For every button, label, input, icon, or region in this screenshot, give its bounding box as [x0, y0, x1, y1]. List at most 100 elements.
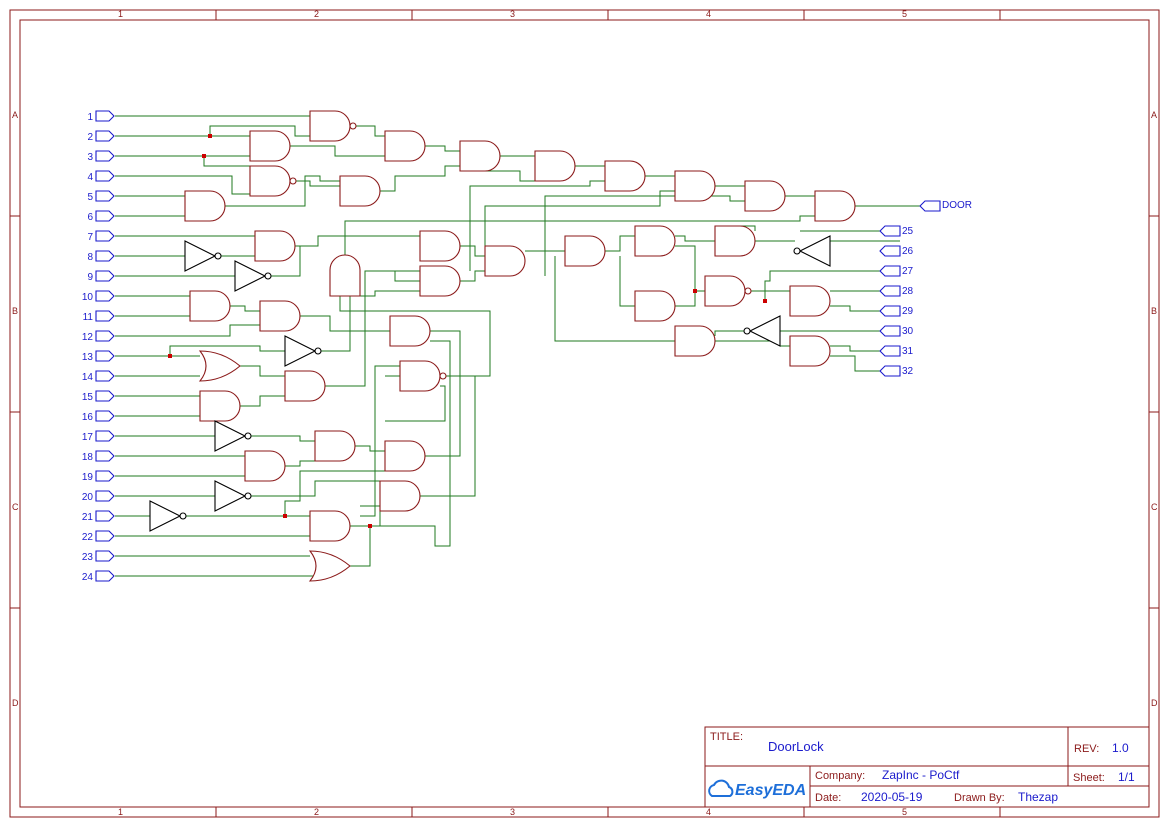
input-pin-label: 6 [87, 212, 93, 223]
input-pin-label: 4 [87, 172, 93, 183]
and-gate [314, 430, 356, 462]
input-pin-flag [95, 310, 115, 322]
and-gate [534, 150, 576, 182]
and-gate [714, 225, 756, 257]
output-pin-flag [879, 365, 901, 377]
input-pin-label: 21 [82, 512, 94, 523]
row-label: D [12, 698, 19, 708]
inversion-bubble [244, 492, 252, 500]
input-pin-flag [95, 170, 115, 182]
door-pin-label: DOOR [942, 200, 972, 211]
sheet-frame [9, 9, 1160, 818]
and-gate [634, 225, 676, 257]
and-gate [309, 510, 351, 542]
input-pin-label: 18 [82, 452, 94, 463]
output-pin-label: 31 [902, 346, 914, 357]
junction-dot [283, 514, 287, 518]
column-label: 5 [902, 9, 907, 19]
inverter [284, 335, 317, 367]
and-gate [184, 190, 226, 222]
output-pin-flag [879, 245, 901, 257]
output-pin-flag [879, 325, 901, 337]
inverter [234, 260, 267, 292]
junction-dot [763, 299, 767, 303]
date-value: 2020-05-19 [861, 790, 923, 804]
input-pin-flag [95, 490, 115, 502]
inversion-bubble [439, 372, 447, 380]
and-gate [254, 230, 296, 262]
input-pin-label: 12 [82, 332, 94, 343]
rev-value: 1.0 [1112, 741, 1129, 755]
easyeda-logo: EasyEDA [708, 779, 806, 799]
input-pin-flag [95, 550, 115, 562]
junctions [168, 134, 767, 528]
output-pin-label: 30 [902, 326, 914, 337]
column-label: 2 [314, 807, 319, 817]
input-pin-label: 3 [87, 152, 93, 163]
inversion-bubble [314, 347, 322, 355]
input-pin-label: 14 [82, 372, 94, 383]
title-block: TITLE: DoorLock REV: 1.0 Company: ZapInc… [704, 726, 1150, 808]
inverter [214, 480, 247, 512]
and-gate [459, 140, 501, 172]
date-label: Date: [815, 792, 841, 804]
row-label: A [12, 110, 18, 120]
row-label: C [12, 502, 19, 512]
input-pin-flag [95, 230, 115, 242]
and-gate [189, 290, 231, 322]
row-label: C [1151, 502, 1158, 512]
input-pin-flag [95, 450, 115, 462]
inversion-bubble [793, 247, 801, 255]
and-gate [789, 335, 831, 367]
inverter [748, 315, 781, 347]
column-label: 3 [510, 807, 515, 817]
output-pin-label: 25 [902, 226, 914, 237]
row-label: A [1151, 110, 1157, 120]
inversion-bubble [179, 512, 187, 520]
inverter [149, 500, 182, 532]
inverter [184, 240, 217, 272]
and-gate [789, 285, 831, 317]
input-pin-label: 8 [87, 252, 93, 263]
input-pin-flag [95, 510, 115, 522]
company-value: ZapInc - PoCtf [882, 768, 960, 782]
nand-gate [704, 275, 746, 307]
input-pin-flag [95, 130, 115, 142]
input-pin-label: 19 [82, 472, 94, 483]
junction-dot [208, 134, 212, 138]
nand-gate [309, 110, 351, 142]
and-gate [384, 130, 426, 162]
and-gate [484, 245, 526, 277]
column-label: 5 [902, 807, 907, 817]
inversion-bubble [244, 432, 252, 440]
and-gate [814, 190, 856, 222]
and-gate [389, 315, 431, 347]
rev-label: REV: [1074, 743, 1099, 755]
and-gate [284, 370, 326, 402]
output-pin-label: 32 [902, 366, 914, 377]
inversion-bubble [743, 327, 751, 335]
input-pin-label: 22 [82, 532, 94, 543]
and-gate [419, 265, 461, 297]
input-pin-label: 1 [87, 112, 93, 123]
output-pin-label: 29 [902, 306, 914, 317]
output-pin-flag [879, 305, 901, 317]
input-pin-flag [95, 150, 115, 162]
input-pin-label: 13 [82, 352, 94, 363]
inversion-bubble [264, 272, 272, 280]
input-pin-flag [95, 210, 115, 222]
drawn-by-value: Thezap [1018, 790, 1058, 804]
and-gate [249, 130, 291, 162]
input-pin-label: 17 [82, 432, 94, 443]
input-pin-flag [95, 390, 115, 402]
junction-dot [693, 289, 697, 293]
nand-gate [249, 165, 291, 197]
output-pin-label: 28 [902, 286, 914, 297]
and-gate [384, 440, 426, 472]
column-label: 2 [314, 9, 319, 19]
input-pin-label: 10 [82, 292, 94, 303]
input-pin-flag [95, 250, 115, 262]
title-value: DoorLock [768, 739, 824, 754]
and-gate [674, 170, 716, 202]
